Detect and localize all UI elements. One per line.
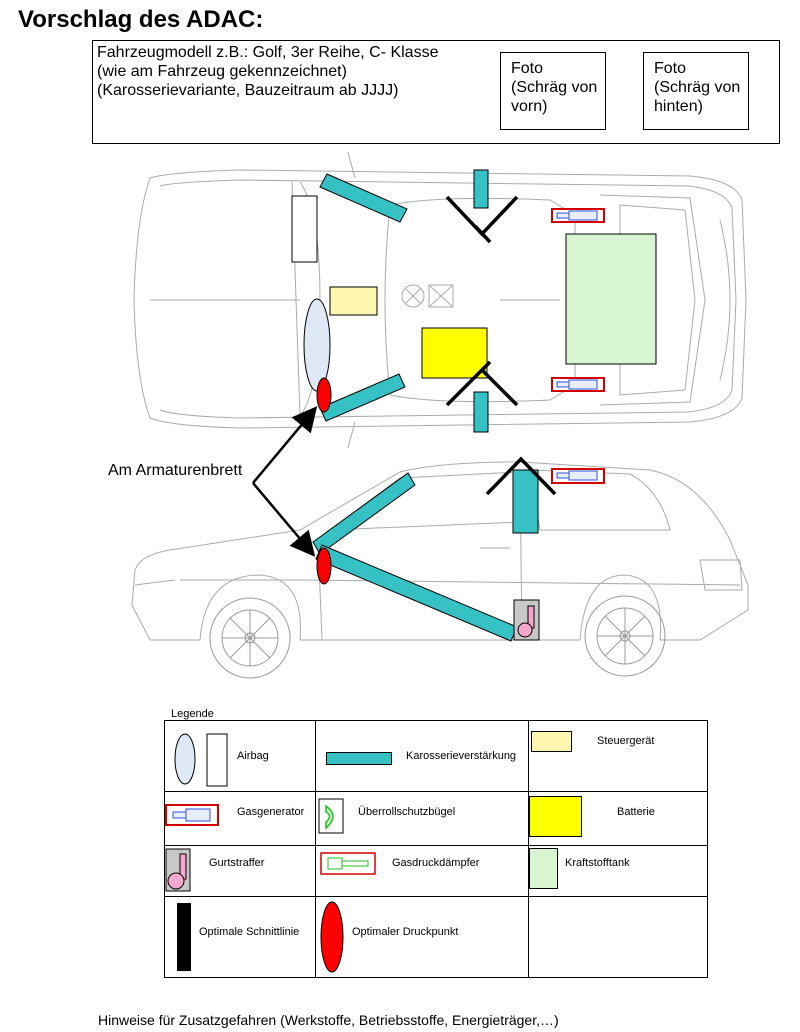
rescue-diagram: [131, 151, 749, 679]
legend-cell-belt-tensioner: Gurtstraffer: [164, 845, 316, 897]
belt-tensioner-icon: [165, 848, 191, 892]
rear-wheel: [584, 595, 666, 677]
legend-cell-rollover-bar: Überrollschutzbügel: [315, 791, 529, 846]
airbag-marker: [291, 195, 318, 263]
dashboard-arrow: [252, 406, 318, 484]
vehicle-info-box: Fahrzeugmodell z.B.: Golf, 3er Reihe, C-…: [92, 40, 780, 144]
vehicle-variant-line: (Karosserievariante, Bauzeitraum ab JJJJ…: [97, 82, 399, 99]
gas-generator-marker: [551, 208, 605, 223]
footnote: Hinweise für Zusatzgefahren (Werkstoffe,…: [98, 1012, 559, 1028]
legend-label-fuel-tank: Kraftstofftank: [565, 857, 630, 869]
legend-label-gas-generator: Gasgenerator: [237, 806, 305, 818]
reinforcement-marker: [473, 169, 489, 209]
cut-line-marker: [445, 195, 519, 244]
car-side-view: [131, 461, 749, 641]
dashboard-label: Am Armaturenbrett: [108, 462, 243, 479]
gas-generator-icon: [165, 804, 219, 826]
photo-rear-placeholder: Foto (Schräg von hinten): [643, 52, 749, 130]
reinforcement-marker: [319, 373, 406, 422]
car-top-view: [133, 151, 747, 449]
reinforcement-marker: [315, 544, 518, 642]
legend-label-rollover-bar: Überrollschutzbügel: [358, 806, 456, 818]
airbag-icon: [174, 733, 228, 787]
legend-cell-cut-line: Optimale Schnittlinie: [164, 896, 316, 978]
legend-label-gas-strut: Gasdruckdämpfer: [392, 857, 480, 869]
legend-cell-airbag: Airbag: [164, 720, 316, 792]
airbag-marker: [303, 298, 331, 392]
dashboard-arrow: [252, 482, 316, 557]
reinforcement-icon: [326, 752, 392, 765]
vehicle-model-line: Fahrzeugmodell z.B.: Golf, 3er Reihe, C-…: [97, 44, 439, 61]
cut-line-icon: [177, 903, 191, 971]
photo-rear-label: hinten): [654, 98, 703, 115]
legend-cell-battery: Batterie: [528, 791, 708, 846]
reinforcement-marker: [473, 391, 489, 433]
vehicle-model-text: Fahrzeugmodell z.B.: Golf, 3er Reihe, C-…: [97, 43, 438, 100]
pressure-point-marker: [316, 377, 332, 413]
legend-label-reinforcement: Karosserieverstärkung: [406, 750, 517, 762]
battery-marker: [421, 327, 488, 379]
photo-rear-label: Foto: [654, 60, 687, 77]
photo-front-label: (Schräg von: [511, 79, 598, 96]
pressure-point-marker: [316, 547, 332, 585]
control-unit-marker: [329, 286, 378, 316]
legend-label-control-unit: Steuergerät: [597, 735, 655, 747]
legend-caption: Legende: [171, 708, 214, 720]
reinforcement-marker: [512, 469, 539, 534]
fuel-tank-marker: [565, 233, 657, 365]
legend-label-battery: Batterie: [617, 806, 655, 818]
legend-label-cut-line: Optimale Schnittlinie: [199, 926, 300, 938]
legend-label-belt-tensioner: Gurtstraffer: [209, 857, 265, 869]
photo-front-placeholder: Foto (Schräg von vorn): [500, 52, 606, 130]
control-unit-icon: [531, 731, 572, 752]
gas-generator-marker: [551, 468, 605, 484]
rollover-bar-icon: [318, 798, 344, 834]
fuel-tank-icon: [529, 848, 558, 889]
page-title: Vorschlag des ADAC:: [18, 6, 264, 33]
legend-cell-control-unit: Steuergerät: [528, 720, 708, 792]
cut-line-marker: [485, 456, 557, 496]
photo-front-label: vorn): [511, 98, 548, 115]
legend-cell-gas-strut: Gasdruckdämpfer: [315, 845, 529, 897]
legend-label-airbag: Airbag: [237, 750, 269, 762]
legend-cell-empty: [528, 896, 708, 978]
legend-table: Airbag Karosserieverstärkung Steuergerät…: [164, 720, 708, 978]
battery-icon: [529, 796, 582, 837]
belt-tensioner-marker: [513, 599, 540, 641]
gas-generator-marker: [551, 377, 605, 392]
legend-cell-fuel-tank: Kraftstofftank: [528, 845, 708, 897]
legend-cell-reinforcement: Karosserieverstärkung: [315, 720, 529, 792]
vehicle-marking-line: (wie am Fahrzeug gekennzeichnet): [97, 63, 347, 80]
legend-cell-pressure-point: Optimaler Druckpunkt: [315, 896, 529, 978]
photo-front-label: Foto: [511, 60, 544, 77]
legend-label-pressure-point: Optimaler Druckpunkt: [352, 926, 459, 938]
pressure-point-icon: [320, 901, 344, 973]
reinforcement-marker: [319, 173, 408, 223]
front-wheel: [209, 597, 291, 679]
cut-line-marker: [445, 360, 519, 407]
reinforcement-marker: [312, 472, 416, 555]
photo-rear-label: (Schräg von: [654, 79, 741, 96]
gas-strut-icon: [320, 852, 376, 875]
legend-cell-gas-generator: Gasgenerator: [164, 791, 316, 846]
